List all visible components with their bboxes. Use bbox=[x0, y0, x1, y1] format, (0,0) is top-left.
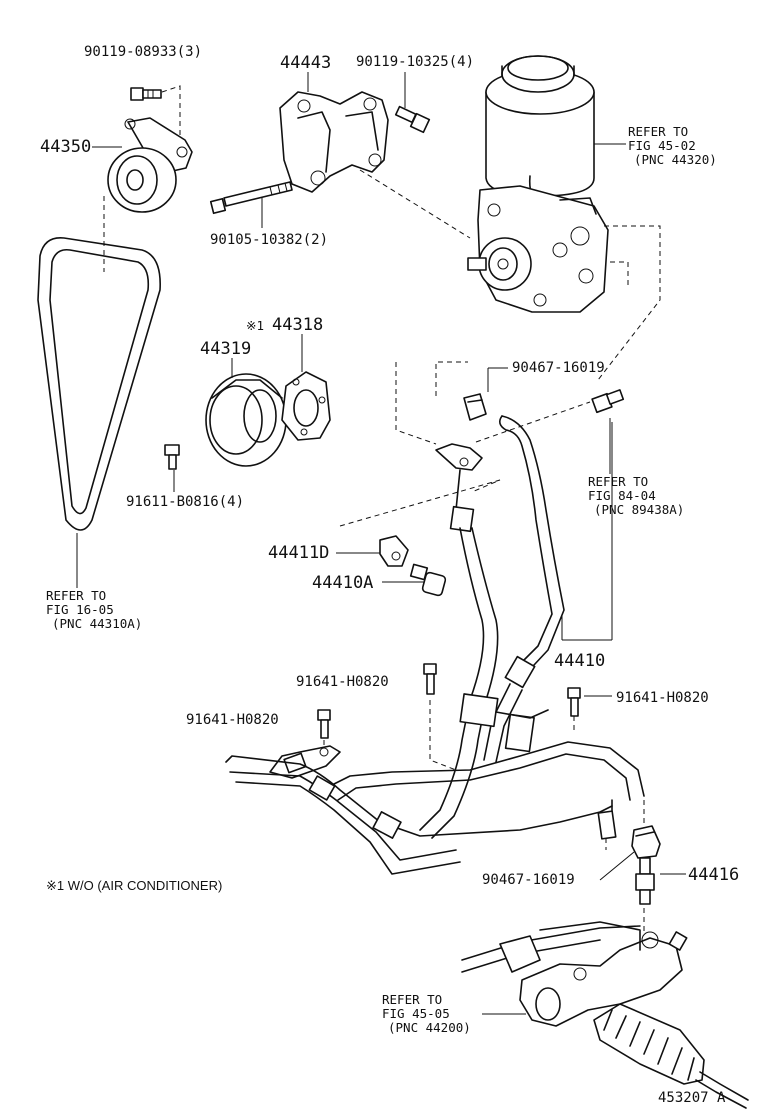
ref-sensor-line1: REFER TO bbox=[588, 474, 648, 489]
label-44318: 44318 bbox=[272, 315, 323, 335]
label-91641-h0820-c: 91641-H0820 bbox=[616, 690, 709, 706]
bolt-91641-h0820-b[interactable] bbox=[317, 709, 331, 739]
label-90119-10325: 90119-10325(4) bbox=[356, 54, 474, 70]
label-91641-h0820-b: 91641-H0820 bbox=[186, 712, 279, 728]
ref-reservoir-line2: FIG 45-02 bbox=[628, 138, 696, 153]
power-steering-pump[interactable] bbox=[467, 55, 609, 313]
bolt-90105-10382[interactable] bbox=[209, 181, 293, 215]
label-44410a: 44410A bbox=[312, 573, 373, 593]
label-90119-08933: 90119-08933(3) bbox=[84, 44, 202, 60]
label-44319: 44319 bbox=[200, 339, 251, 359]
clamp-90467-16019-lower[interactable] bbox=[631, 825, 661, 859]
ref-sensor-line3: (PNC 89438A) bbox=[594, 502, 684, 517]
ref-reservoir-line1: REFER TO bbox=[628, 124, 688, 139]
label-90105-10382: 90105-10382(2) bbox=[210, 232, 328, 248]
ref-sensor-line2: FIG 84-04 bbox=[588, 488, 656, 503]
ref-reservoir-line3: (PNC 44320) bbox=[634, 152, 717, 167]
label-90467-16019-upper: 90467-16019 bbox=[512, 360, 605, 376]
label-90467-16019-lower: 90467-16019 bbox=[482, 872, 575, 888]
clamp-44411d[interactable] bbox=[379, 535, 409, 567]
union-fitting[interactable] bbox=[435, 443, 483, 471]
pulley-44319[interactable] bbox=[205, 373, 287, 467]
label-44416: 44416 bbox=[688, 865, 739, 885]
ref-belt-line2: FIG 16-05 bbox=[46, 602, 114, 617]
label-91641-h0820-a: 91641-H0820 bbox=[296, 674, 389, 690]
bolt-90119-08933[interactable] bbox=[130, 87, 162, 101]
idler-pulley-44350[interactable] bbox=[107, 117, 193, 213]
bolt-91641-h0820-a[interactable] bbox=[423, 663, 437, 695]
label-44350: 44350 bbox=[40, 137, 91, 157]
ref-gear-line2: FIG 45-05 bbox=[382, 1006, 450, 1021]
ref-belt-line1: REFER TO bbox=[46, 588, 106, 603]
bolt-90119-10325[interactable] bbox=[394, 105, 431, 134]
plate-44318[interactable] bbox=[281, 371, 331, 441]
label-91611-b0816: 91611-B0816(4) bbox=[126, 494, 244, 510]
bracket-44443[interactable] bbox=[279, 91, 389, 193]
labels: 90119-08933(3) 44443 90119-10325(4) 4435… bbox=[40, 44, 739, 1106]
bolt-91611-b0816[interactable] bbox=[164, 444, 180, 470]
ref-gear-line3: (PNC 44200) bbox=[388, 1020, 471, 1035]
diagram-id: 453207 A bbox=[658, 1090, 726, 1106]
label-44410: 44410 bbox=[554, 651, 605, 671]
tube-bracket[interactable] bbox=[269, 745, 341, 779]
ref-gear-line1: REFER TO bbox=[382, 992, 442, 1007]
bolt-91641-h0820-c[interactable] bbox=[567, 687, 581, 717]
label-44318-mark: ※1 bbox=[246, 318, 264, 333]
steering-gear[interactable] bbox=[461, 921, 749, 1109]
label-44411d: 44411D bbox=[268, 543, 329, 563]
pressure-sensor[interactable] bbox=[591, 389, 625, 414]
bolt-44410a[interactable] bbox=[409, 563, 447, 597]
v-belt[interactable] bbox=[37, 237, 161, 531]
union-44416[interactable] bbox=[635, 857, 655, 905]
footnote: ※1 W/O (AIR CONDITIONER) bbox=[46, 878, 222, 893]
hose-assembly-44410[interactable] bbox=[419, 415, 565, 839]
clamp-90467-16019-upper[interactable] bbox=[463, 393, 487, 421]
ref-belt-line3: (PNC 44310A) bbox=[52, 616, 142, 631]
label-44443: 44443 bbox=[280, 53, 331, 73]
return-tubes[interactable] bbox=[225, 741, 645, 875]
